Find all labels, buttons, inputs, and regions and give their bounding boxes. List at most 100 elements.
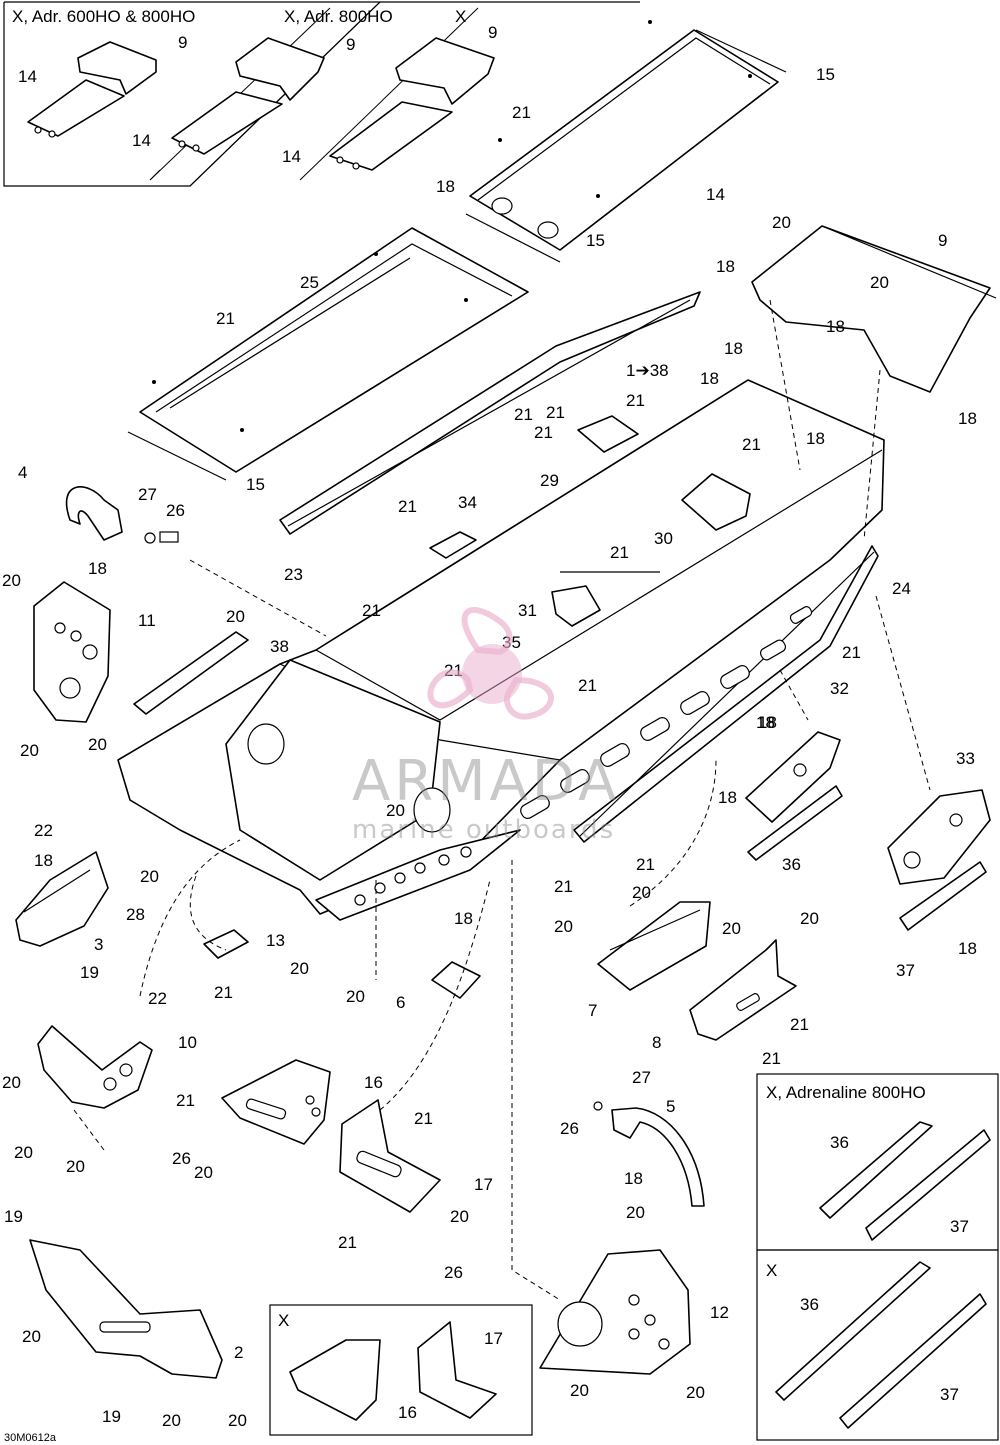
callout-label: 18	[624, 1169, 643, 1188]
callout-label: 20	[162, 1411, 181, 1430]
callout-label: 21	[578, 676, 597, 695]
inset-br-bottom-title: X	[766, 1261, 777, 1280]
callout-label: 38	[270, 637, 289, 656]
callout-label: 21	[610, 543, 629, 562]
part-7-bracket	[597, 901, 711, 991]
callout-label: 20	[2, 1073, 21, 1092]
callout-label: 18	[436, 177, 455, 196]
callout-label: 20	[722, 919, 741, 938]
inset-part-9-14-c	[329, 37, 495, 171]
callout-label: 18	[718, 788, 737, 807]
callout-label: 18	[34, 851, 53, 870]
inset-br-bottom-label-37: 37	[940, 1385, 959, 1404]
part-6-plate	[431, 961, 481, 999]
callout-label: 26	[444, 1263, 463, 1282]
callout-label: 20	[686, 1383, 705, 1402]
callout-label: 21	[762, 1049, 781, 1068]
callout-label: 31	[518, 601, 537, 620]
callout-label: 17	[474, 1175, 493, 1194]
callout-label: 20	[632, 883, 651, 902]
callout-label: 21	[512, 103, 531, 122]
inset-title-adr-600ho-800ho: X, Adr. 600HO & 800HO	[12, 7, 195, 26]
callout-label: 26	[166, 501, 185, 520]
inset-tl-label: 14	[132, 131, 151, 150]
assembly-guides	[73, 299, 931, 1301]
callout-label: 20	[570, 1381, 589, 1400]
inset-bottom-center-title: X	[278, 1311, 289, 1330]
callout-label: 19	[80, 963, 99, 982]
part-13-bracket	[203, 929, 249, 959]
callout-labels: 1521141518252115211➔38211821212920918201…	[2, 65, 977, 1430]
part-5-loop	[593, 1101, 705, 1207]
callout-label: 21	[216, 309, 235, 328]
callout-label: 20	[386, 801, 405, 820]
main-chassis	[117, 379, 885, 921]
callout-label: 20	[88, 735, 107, 754]
callout-label: 4	[18, 463, 27, 482]
callout-label: 15	[586, 231, 605, 250]
inset-title-adr-800ho: X, Adr. 800HO	[284, 7, 393, 26]
callout-label: 20	[346, 987, 365, 1006]
callout-label: 36	[782, 855, 801, 874]
callout-label: 15	[816, 65, 835, 84]
inset-bottom-center: X 17 16	[269, 1304, 533, 1436]
part-8-bracket	[689, 939, 797, 1041]
figure-code: 30M0612a	[4, 1432, 57, 1444]
part-29-bracket	[577, 415, 639, 453]
callout-label: 21	[546, 403, 565, 422]
callout-label: 24	[892, 579, 911, 598]
watermark-tagline: marine outboards	[352, 815, 615, 845]
inset-br-top-label-36: 36	[830, 1133, 849, 1152]
watermark-propeller-logo	[427, 607, 554, 720]
part-33-plate	[887, 789, 991, 885]
callout-label: 1➔38	[626, 361, 669, 380]
callout-label: 18	[756, 713, 775, 732]
part-9-upper-bracket	[751, 225, 997, 393]
callout-label: 29	[540, 471, 559, 490]
callout-label: 33	[956, 749, 975, 768]
callout-label: 21	[398, 497, 417, 516]
part-37-channel	[899, 861, 987, 931]
part-31-bracket	[551, 571, 660, 627]
inset-bottom-center-label-17: 17	[484, 1329, 503, 1348]
inset-tl-label: 9	[178, 33, 187, 52]
inset-top-left: X, Adr. 600HO & 800HO X, Adr. 800HO X	[3, 1, 640, 187]
callout-label: 20	[20, 741, 39, 760]
callout-label: 20	[66, 1157, 85, 1176]
callout-label: 9	[938, 231, 947, 250]
callout-label: 7	[588, 1001, 597, 1020]
callout-label: 20	[772, 213, 791, 232]
part-36-channel	[747, 785, 843, 861]
footrest-holes	[354, 846, 472, 906]
watermark-brand: ARMADA	[352, 749, 620, 814]
callout-label: 21	[534, 423, 553, 442]
callout-label: 18	[958, 409, 977, 428]
callout-label: 21	[362, 601, 381, 620]
callout-label: 30	[654, 529, 673, 548]
callout-label: 14	[706, 185, 725, 204]
callout-label: 21	[742, 435, 761, 454]
inset-br-top-title: X, Adrenaline 800HO	[766, 1083, 926, 1102]
callout-label: 21	[554, 877, 573, 896]
callout-label: 28	[126, 905, 145, 924]
callout-label: 5	[666, 1097, 675, 1116]
callout-label: 22	[34, 821, 53, 840]
callout-label: 2	[234, 1343, 243, 1362]
callout-label: 12	[710, 1303, 729, 1322]
watermark: ARMADA marine outboards	[352, 607, 620, 845]
inset-top-left-labels: 9 14 9 14 9 14	[18, 23, 497, 166]
callout-label: 18	[826, 317, 845, 336]
part-3-bracket	[15, 851, 109, 947]
callout-label: 18	[454, 909, 473, 928]
callout-label: 20	[870, 273, 889, 292]
inset-br-top-label-37: 37	[950, 1217, 969, 1236]
callout-label: 20	[626, 1203, 645, 1222]
callout-label: 20	[554, 917, 573, 936]
callout-label: 20	[22, 1327, 41, 1346]
part-25-running-board	[127, 227, 529, 481]
part-14-tunnel-panel	[465, 20, 787, 263]
callout-label: 21	[626, 391, 645, 410]
callout-label: 11	[138, 611, 156, 630]
callout-label: 20	[14, 1143, 33, 1162]
